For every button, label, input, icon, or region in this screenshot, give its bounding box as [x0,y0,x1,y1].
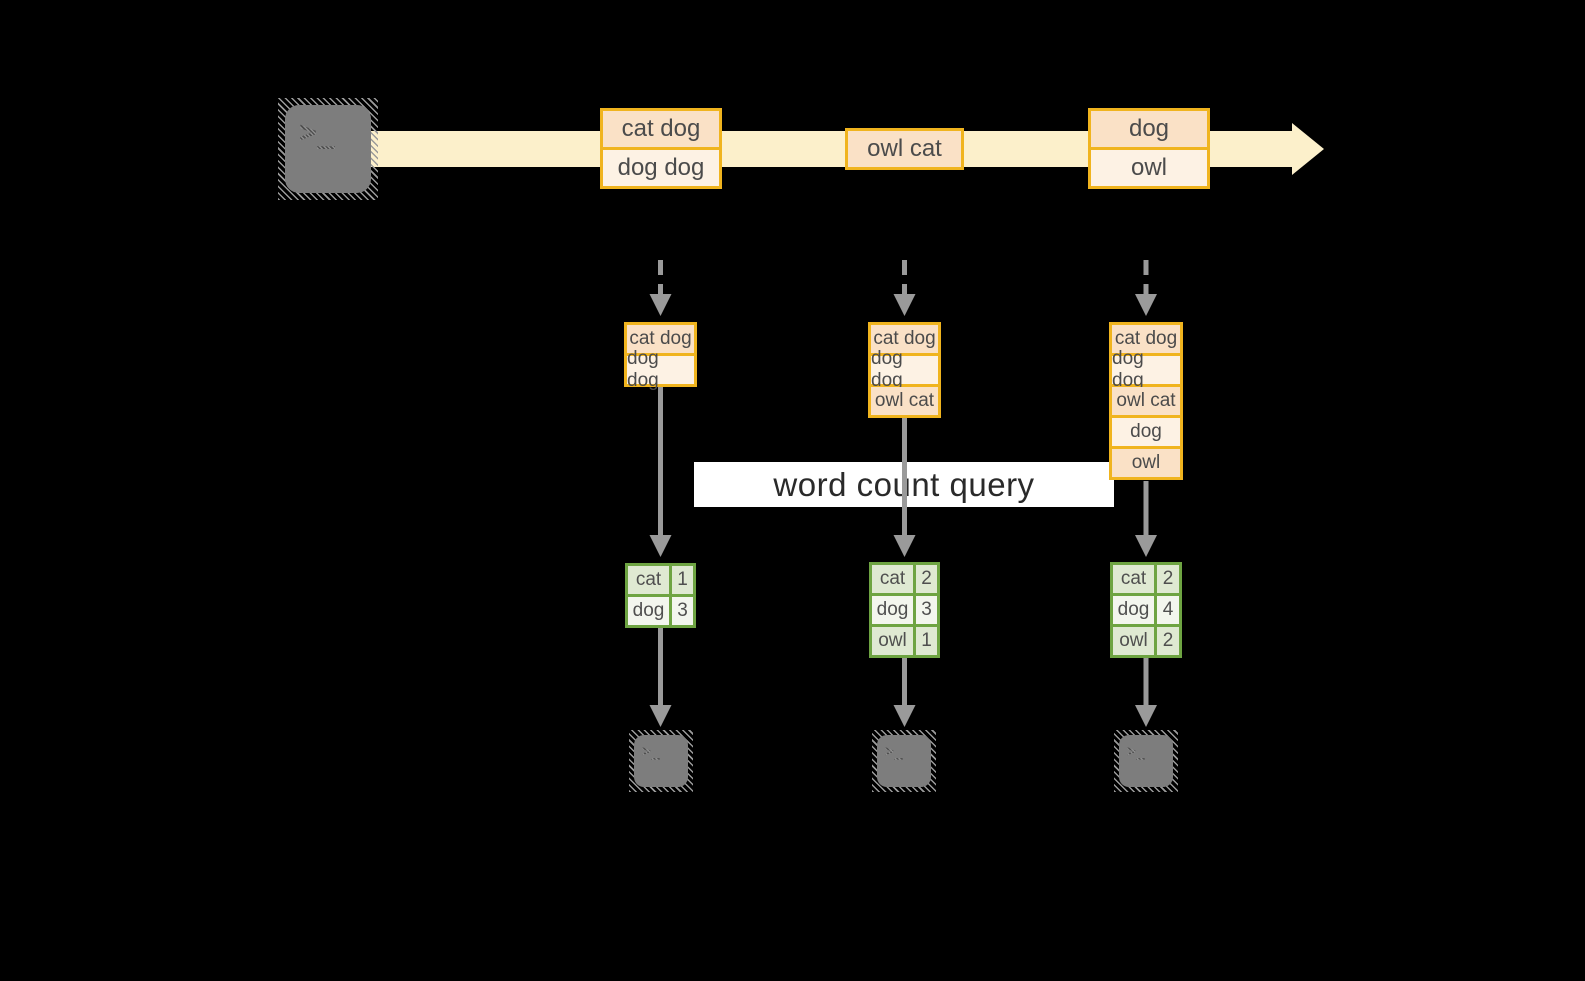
source-terminal-icon: >_ [278,98,378,200]
count-word: dog [1113,596,1154,624]
count-word: cat [872,565,913,593]
buffer-line: dog [1112,418,1180,446]
buffer-stack-3: cat dog dog dog owl cat dog owl [1109,322,1183,480]
buffer-line: owl cat [1112,387,1180,415]
count-word: cat [628,566,669,594]
count-value: 4 [1157,596,1179,624]
stream-record-2: owl cat [845,128,964,170]
count-table-3: cat 2 dog 4 owl 2 [1110,562,1182,658]
count-value: 1 [916,627,937,655]
terminal-screen: >_ [634,735,688,787]
count-value: 2 [1157,627,1179,655]
count-row: owl 2 [1113,627,1179,655]
stream-record-1: cat dog dog dog [600,108,722,189]
count-row: dog 3 [872,596,937,624]
count-row: owl 1 [872,627,937,655]
buffer-line: dog dog [1112,348,1180,391]
buffer-line: owl [1112,449,1180,477]
count-row: dog 4 [1113,596,1179,624]
buffer-line: cat dog [1112,325,1180,353]
buffer-stack-1: cat dog dog dog [624,322,697,391]
count-row: cat 1 [628,566,693,594]
terminal-prompt-glyph: >_ [299,115,336,150]
count-value: 3 [672,597,693,625]
stream-record-3: dog owl [1088,108,1210,189]
sink-terminal-icon-1: >_ [629,730,693,792]
count-value: 2 [1157,565,1179,593]
count-word: dog [628,597,669,625]
record-line: cat dog [603,111,719,147]
count-row: cat 2 [872,565,937,593]
terminal-prompt-glyph: >_ [1127,742,1146,760]
sink-terminal-icon-2: >_ [872,730,936,792]
buffer-line: dog dog [627,348,694,391]
count-word: owl [1113,627,1154,655]
query-label: word count query [694,462,1114,507]
buffer-line: cat dog [871,325,938,353]
record-line: owl cat [848,131,961,167]
stream-arrowhead-icon [1292,123,1324,175]
count-word: cat [1113,565,1154,593]
buffer-line: cat dog [627,325,694,353]
count-value: 2 [916,565,937,593]
count-word: owl [872,627,913,655]
count-value: 1 [672,566,693,594]
terminal-prompt-glyph: >_ [642,742,661,760]
terminal-screen: >_ [877,735,931,787]
terminal-screen: >_ [1119,735,1173,787]
count-value: 3 [916,596,937,624]
record-line: dog dog [603,150,719,186]
record-line: dog [1091,111,1207,147]
count-table-1: cat 1 dog 3 [625,563,696,628]
terminal-screen: >_ [285,105,371,193]
buffer-line: dog dog [871,348,938,391]
buffer-stack-2: cat dog dog dog owl cat [868,322,941,418]
record-line: owl [1091,150,1207,186]
count-row: dog 3 [628,597,693,625]
buffer-line: owl cat [871,387,938,415]
count-row: cat 2 [1113,565,1179,593]
terminal-prompt-glyph: >_ [885,742,904,760]
sink-terminal-icon-3: >_ [1114,730,1178,792]
count-table-2: cat 2 dog 3 owl 1 [869,562,940,658]
count-word: dog [872,596,913,624]
